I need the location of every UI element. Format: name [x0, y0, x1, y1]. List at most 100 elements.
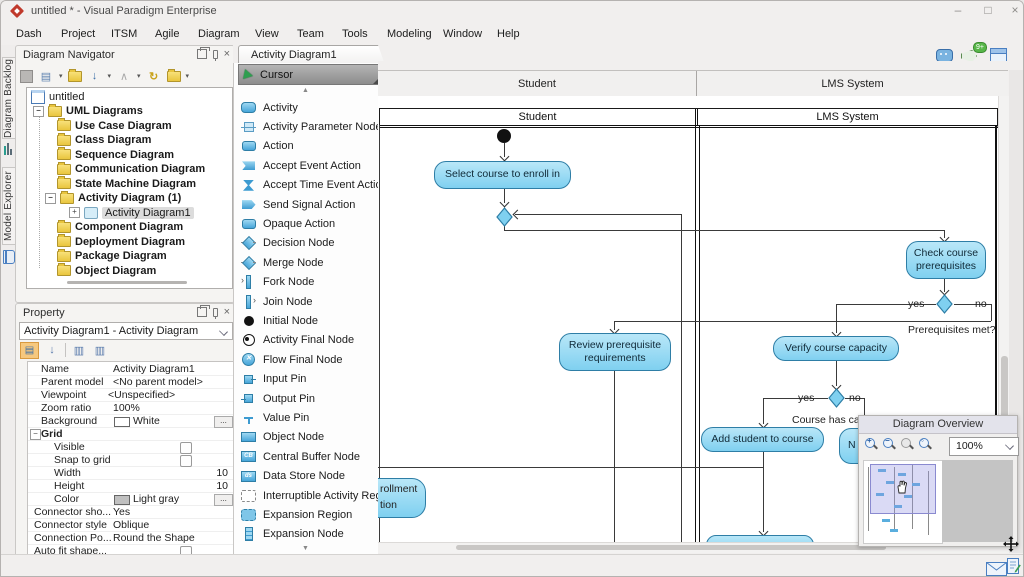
menu-tools[interactable]: Tools — [342, 28, 368, 40]
palette-scroll-down-icon[interactable]: ▼ — [302, 545, 309, 552]
sort-icon[interactable]: ↓ — [91, 70, 98, 82]
decision-node-capacity[interactable] — [828, 388, 845, 408]
palette-item-value-pin[interactable]: Value Pin — [234, 408, 377, 427]
sub-diagram-icon[interactable]: ▥ — [94, 344, 106, 357]
palette-item-activity[interactable]: Activity — [234, 98, 377, 117]
decision-node-prerequisites[interactable] — [936, 294, 953, 314]
model-element-icon[interactable]: ▥ — [73, 344, 85, 357]
scrollbar-thumb[interactable] — [456, 545, 886, 550]
collapse-box-icon[interactable]: − — [30, 429, 41, 440]
overview-thumbnail[interactable] — [863, 460, 943, 544]
tree-item-activity-diagram1[interactable]: + Activity Diagram1 — [69, 206, 194, 220]
property-target-select[interactable]: Activity Diagram1 - Activity Diagram — [19, 322, 233, 340]
sort-properties-icon[interactable]: ↓ — [49, 344, 55, 356]
action-bottom-clipped[interactable] — [706, 535, 814, 542]
menu-agile[interactable]: Agile — [155, 28, 180, 40]
palette-item-fork-node[interactable]: Fork Node — [234, 273, 377, 292]
tree-item-uml-diagrams[interactable]: − UML Diagrams — [33, 103, 143, 118]
canvas-horizontal-scrollbar[interactable] — [378, 542, 1009, 553]
pan-mode-icon[interactable] — [1002, 535, 1020, 553]
menu-project[interactable]: Project — [61, 28, 96, 40]
expand-box-icon[interactable]: + — [69, 207, 80, 218]
property-row-snap-to-grid[interactable]: Snap to grid — [28, 453, 236, 467]
tree-item-communication-diagram[interactable]: Communication Diagram — [57, 161, 205, 176]
sidebar-tab-model-explorer[interactable]: Model Explorer — [2, 167, 16, 245]
palette-item-activity-final-node[interactable]: Activity Final Node — [234, 331, 377, 350]
message-envelope-icon[interactable] — [986, 562, 1007, 576]
backlog-chart-icon[interactable] — [3, 141, 14, 155]
menu-modeling[interactable]: Modeling — [387, 28, 432, 40]
palette-item-cursor[interactable]: Cursor — [238, 64, 381, 85]
palette-item-input-pin[interactable]: Input Pin — [234, 369, 377, 388]
zoom-fit-icon[interactable]: ◦ — [918, 436, 933, 452]
merge-node[interactable] — [496, 207, 513, 227]
menu-diagram[interactable]: Diagram — [198, 28, 240, 40]
float-panel-icon[interactable] — [196, 305, 210, 317]
tree-item-state-machine-diagram[interactable]: State Machine Diagram — [57, 176, 196, 191]
menu-dash[interactable]: Dash — [16, 28, 42, 40]
palette-item-accept-event-action[interactable]: Accept Event Action — [234, 156, 377, 175]
palette-item-expansion-region[interactable]: Expansion Region — [234, 505, 377, 524]
collapse-up-icon[interactable]: ∧ — [120, 70, 129, 83]
menu-help[interactable]: Help — [497, 28, 520, 40]
pin-panel-icon[interactable] — [212, 49, 218, 61]
dropdown-caret[interactable]: ▾ — [185, 73, 190, 80]
initial-node[interactable] — [497, 129, 511, 143]
checkbox-unchecked[interactable] — [180, 442, 192, 454]
property-row-background[interactable]: Background White ... — [28, 414, 236, 428]
tab-activity-diagram1[interactable]: Activity Diagram1 — [238, 45, 385, 65]
model-explorer-book-icon[interactable] — [3, 249, 15, 265]
minimize-button[interactable]: – — [954, 3, 962, 17]
panel-layout-icon[interactable] — [990, 48, 1007, 63]
property-row-grid-visible[interactable]: Visible — [28, 440, 236, 454]
palette-scroll-up-icon[interactable]: ▲ — [302, 87, 309, 94]
palette-item-interruptible-activity-region[interactable]: Interruptible Activity Region — [234, 486, 396, 505]
palette-item-expansion-node[interactable]: Expansion Node — [234, 525, 377, 544]
menu-team[interactable]: Team — [297, 28, 324, 40]
palette-item-accept-time-event-action[interactable]: Accept Time Event Action — [234, 176, 388, 195]
palette-item-flow-final-node[interactable]: ✕Flow Final Node — [234, 350, 377, 369]
color-more-button[interactable]: ... — [214, 493, 233, 506]
action-check-prerequisites[interactable]: Check course prerequisites — [906, 241, 986, 279]
palette-item-action[interactable]: Action — [234, 137, 377, 156]
lane-title-lms-system[interactable]: LMS System — [816, 111, 879, 123]
overview-zoom-select[interactable]: 100% — [949, 437, 1019, 456]
property-row-connector-show[interactable]: Connector sho...Yes — [28, 505, 236, 519]
close-panel-icon[interactable]: × — [223, 47, 230, 60]
property-row-parent-model[interactable]: Parent model<No parent model> — [28, 375, 236, 389]
dropdown-caret[interactable]: ▾ — [137, 73, 141, 80]
menu-view[interactable]: View — [255, 28, 279, 40]
palette-item-send-signal-action[interactable]: Send Signal Action — [234, 195, 377, 214]
property-row-grid-color[interactable]: Color Light gray ... — [28, 492, 236, 506]
tree-item-package-diagram[interactable]: Package Diagram — [57, 248, 167, 263]
action-select-course[interactable]: Select course to enroll in — [434, 161, 571, 189]
close-panel-icon[interactable]: × — [223, 305, 230, 318]
tree-item-object-diagram[interactable]: Object Diagram — [57, 263, 156, 278]
sticky-lane-student[interactable]: Student — [378, 71, 697, 97]
palette-item-object-node[interactable]: Object Node — [234, 428, 377, 447]
tree-item-deployment-diagram[interactable]: Deployment Diagram — [57, 234, 185, 249]
action-verify-capacity[interactable]: Verify course capacity — [773, 336, 899, 361]
action-add-student[interactable]: Add student to course — [701, 427, 824, 452]
tree-horizontal-scrollbar[interactable] — [67, 281, 187, 284]
sidebar-tab-diagram-backlog[interactable]: Diagram Backlog — [2, 57, 16, 139]
palette-item-activity-parameter-node[interactable]: Activity Parameter Node — [234, 117, 382, 136]
tree-item-sequence-diagram[interactable]: Sequence Diagram — [57, 147, 174, 162]
palette-item-join-node[interactable]: Join Node — [234, 292, 377, 311]
collapse-box-icon[interactable]: − — [33, 105, 44, 117]
tree-item-class-diagram[interactable]: Class Diagram — [57, 132, 151, 147]
document-edit-icon[interactable] — [1007, 558, 1021, 576]
tree-item-use-case-diagram[interactable]: Use Case Diagram — [57, 118, 172, 133]
folder-go-icon[interactable] — [166, 68, 181, 82]
dropdown-caret[interactable]: ▾ — [59, 73, 63, 80]
new-diagram-icon[interactable] — [20, 69, 33, 83]
open-folder-icon[interactable] — [67, 68, 82, 82]
property-row-viewpoint[interactable]: Viewpoint<Unspecified> — [28, 388, 236, 402]
checkbox-unchecked[interactable] — [180, 455, 192, 467]
